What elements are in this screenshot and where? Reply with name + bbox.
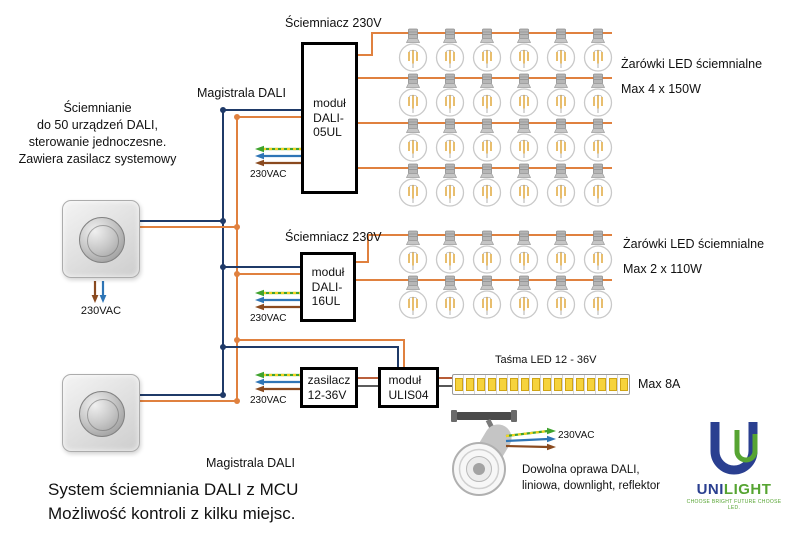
led-chip [586, 378, 595, 391]
track-light-fixture [451, 410, 517, 496]
dali-bus-label-bottom: Magistrala DALI [206, 456, 295, 470]
psu-mains-pigtails [255, 371, 301, 393]
psu-mains-label: 230VAC [250, 395, 287, 406]
title-line-1: System ściemniania DALI z MCU [48, 480, 299, 499]
module2-lamp-wires [354, 234, 612, 281]
led-strip [452, 374, 630, 395]
unilight-logo: UNILIGHT CHOOSE BRIGHT FUTURE CHOOSE LED… [686, 418, 782, 511]
led-chip [608, 378, 617, 391]
dimmer1-mains-wires [91, 281, 107, 303]
led-chip [498, 378, 507, 391]
led-strip-segment [585, 375, 596, 394]
dimmer1-mains-label: 230VAC [80, 305, 122, 317]
diagram-title: System ściemniania DALI z MCU Możliwość … [48, 478, 298, 526]
unilight-brand-text: UNILIGHT [696, 481, 772, 498]
fixture-note: Dowolna oprawa DALI, liniowa, downlight,… [522, 464, 661, 492]
left-note: Ściemnianie do 50 urządzeń DALI, sterowa… [18, 101, 177, 166]
led-chip [520, 378, 529, 391]
led-strip-segment [541, 375, 552, 394]
led-strip-label: Taśma LED 12 - 36V [495, 354, 597, 366]
led-chip [487, 378, 496, 391]
led-chip [564, 378, 573, 391]
led-chip [575, 378, 584, 391]
load1-max-power: Max 4 x 150W [621, 82, 701, 96]
led-strip-segment [530, 375, 541, 394]
psu-ulis-link-wires [357, 377, 379, 387]
led-chip [531, 378, 540, 391]
module-dali-05ul: moduł DALI- 05UL [301, 42, 358, 194]
wall-dimmer-1 [62, 200, 140, 278]
strip-max-current: Max 8A [638, 377, 681, 391]
led-chip [619, 378, 628, 391]
led-chip [542, 378, 551, 391]
module-dali-16ul: moduł DALI- 16UL [300, 252, 356, 322]
led-strip-segment [453, 375, 464, 394]
led-chip [597, 378, 606, 391]
module2-mains-label: 230VAC [250, 313, 287, 324]
module1-mains-label: 230VAC [250, 169, 287, 180]
unilight-logo-mark [710, 422, 758, 475]
ulis-strip-link-wires [438, 377, 453, 387]
led-strip-segment [618, 375, 629, 394]
led-strip-segment [486, 375, 497, 394]
led-strip-segment [508, 375, 519, 394]
section2-header: Ściemniacz 230V [285, 230, 382, 244]
dimmer-knob [79, 391, 125, 437]
led-strip-segment [475, 375, 486, 394]
led-strip-segment [497, 375, 508, 394]
dimmer-knob [79, 217, 125, 263]
led-strip-segment [607, 375, 618, 394]
load2-max-power: Max 2 x 110W [623, 262, 702, 276]
module2-mains-pigtails [255, 289, 301, 311]
led-chip [476, 378, 485, 391]
led-strip-segment [574, 375, 585, 394]
load2-description: Żarówki LED ściemnialne [623, 237, 765, 251]
module1-mains-pigtails [255, 145, 301, 167]
title-line-2: Możliwość kontroli z kilku miejsc. [48, 504, 296, 523]
wall-dimmer-2 [62, 374, 140, 452]
unilight-tagline: CHOOSE BRIGHT FUTURE CHOOSE LED. [686, 499, 782, 511]
led-strip-segment [464, 375, 475, 394]
fixture-mains-pigtails [505, 427, 556, 451]
led-chip [454, 378, 463, 391]
module-ulis04: moduł ULIS04 [378, 367, 439, 408]
fixture-mains-label: 230VAC [558, 430, 595, 441]
dali-bus-label-top: Magistrala DALI [197, 86, 286, 100]
led-chip [553, 378, 562, 391]
power-supply-box: zasilacz 12-36V [300, 367, 358, 408]
led-chip [465, 378, 474, 391]
module1-lamp-wires [355, 32, 612, 169]
led-strip-segment [519, 375, 530, 394]
led-strip-segment [552, 375, 563, 394]
led-chip [509, 378, 518, 391]
led-strip-segment [596, 375, 607, 394]
dali-bus-wires [140, 107, 405, 404]
section1-header: Ściemniacz 230V [285, 16, 382, 30]
led-strip-segment [563, 375, 574, 394]
load1-description: Żarówki LED ściemnialne [621, 57, 763, 71]
